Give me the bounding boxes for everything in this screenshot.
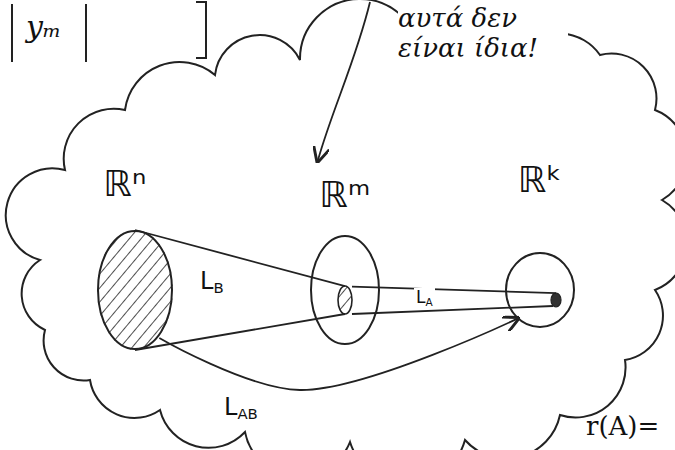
image-dot — [551, 293, 561, 307]
vector-space-ellipse: ℝᵐ — [310, 235, 380, 345]
mapping-line — [159, 319, 517, 390]
vector-space-ellipse: ℝⁿ — [97, 230, 173, 350]
bracket-bar — [85, 4, 87, 62]
bracket-bar — [11, 4, 13, 62]
ellipse-shape — [98, 231, 172, 349]
hatched-domain — [97, 230, 173, 350]
space-label: ℝⁿ — [104, 164, 147, 204]
note-text: αυτά δεν είναι ίδια! — [398, 4, 568, 64]
space-label: ℝᵏ — [518, 160, 562, 200]
ellipse-shape — [311, 236, 379, 344]
vector-entry: yₘ — [26, 10, 61, 45]
space-label: ℝᵐ — [320, 175, 371, 215]
bracket — [196, 2, 206, 58]
ellipse-outline — [97, 230, 173, 350]
cone-line — [352, 306, 553, 314]
leader-line — [318, 2, 370, 160]
mapping-line — [352, 287, 556, 293]
map-name: LB — [198, 268, 226, 296]
hatched-image — [338, 286, 352, 314]
map-name: LAB — [222, 394, 260, 422]
map-name: LA — [414, 288, 435, 308]
rank-formula: r(A)= — [586, 412, 659, 442]
ellipse-outline — [505, 252, 575, 328]
ellipse-outline — [310, 235, 380, 345]
ellipse-shape — [506, 253, 574, 327]
vector-space-ellipse: ℝᵏ — [505, 252, 575, 328]
cloud-outline — [6, 0, 675, 450]
